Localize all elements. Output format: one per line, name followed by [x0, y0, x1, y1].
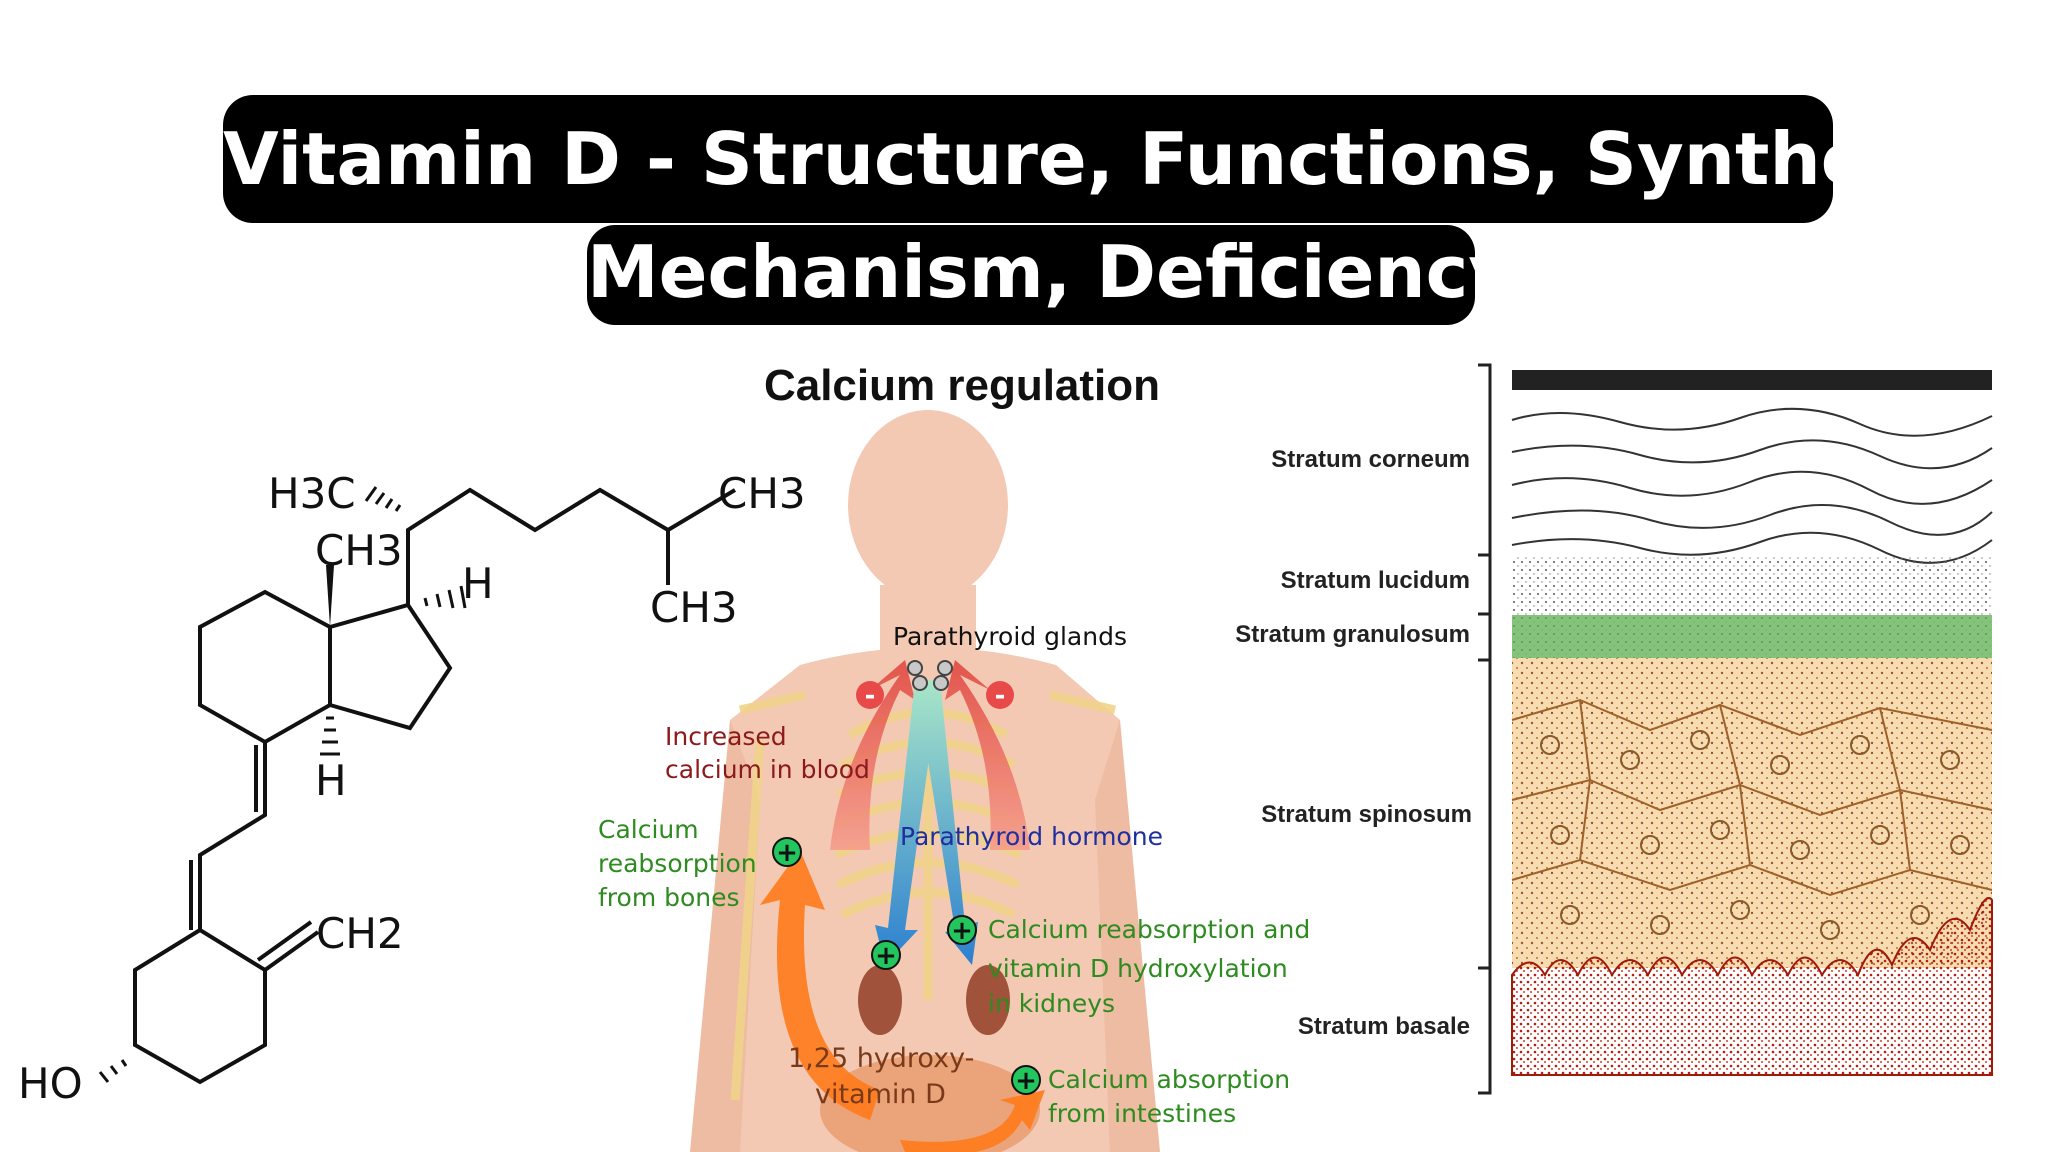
label-h-down: H	[315, 756, 347, 805]
svg-text:+: +	[1015, 1066, 1037, 1096]
label-stratum-basale: Stratum basale	[1298, 1013, 1470, 1040]
label-bones-3: from bones	[598, 883, 740, 912]
label-h3c: H3C	[268, 469, 356, 518]
structure-labels: H3C CH3 CH3 CH3 H H CH2 HO	[18, 469, 806, 1108]
label-ho: HO	[18, 1059, 83, 1108]
svg-text:-: -	[995, 681, 1006, 711]
body-silhouette	[690, 410, 1160, 1152]
pth-arrow-left	[875, 680, 940, 965]
ring-a	[133, 927, 267, 1085]
label-kidneys-2: vitamin D hydroxylation	[988, 954, 1288, 983]
label-ch3-mid: CH3	[315, 526, 403, 575]
plus-badge-kidney-left: +	[871, 940, 901, 971]
plus-badge-bones: +	[772, 837, 802, 868]
label-increased-calcium-2: calcium in blood	[665, 755, 870, 784]
minus-badge-right: -	[986, 681, 1014, 711]
hash-bonds	[98, 486, 467, 1083]
label-bones-1: Calcium	[598, 815, 699, 844]
methyl-wedge	[326, 565, 334, 627]
label-vitd-1: 1,25 hydroxy-	[788, 1043, 974, 1074]
title-line-1: Vitamin D - Structure, Functions, Synthe…	[223, 95, 2007, 223]
label-stratum-granulosum: Stratum granulosum	[1235, 621, 1470, 648]
plus-badge-kidney-right: +	[947, 915, 977, 946]
intestine-arrow	[900, 1090, 1045, 1152]
intestines-icon	[820, 1055, 1040, 1152]
ring-d	[329, 602, 453, 731]
svg-text:+: +	[875, 941, 897, 971]
minus-badge-left: -	[856, 681, 884, 711]
label-ch3-top-right: CH3	[718, 469, 806, 518]
label-stratum-lucidum: Stratum lucidum	[1281, 567, 1470, 594]
label-ch3-branch: CH3	[650, 583, 738, 632]
vitamin-d-arrow	[760, 850, 880, 1120]
label-vitd-2: vitamin D	[815, 1079, 946, 1110]
label-pth: Parathyroid hormone	[900, 822, 1163, 851]
label-kidneys-3: in kidneys	[988, 989, 1115, 1018]
increased-calcium-arrow-left	[830, 660, 915, 850]
vitamin-d-structure	[133, 487, 737, 1085]
label-parathyroid-glands: Parathyroid glands	[893, 622, 1127, 651]
label-kidneys-1: Calcium reabsorption and	[988, 915, 1310, 944]
plus-badge-intestines: +	[1011, 1065, 1041, 1096]
svg-text:+: +	[776, 838, 798, 868]
pth-arrow-right	[915, 680, 978, 965]
kidney-right-icon	[966, 965, 1010, 1035]
label-intestines-1: Calcium absorption	[1048, 1065, 1290, 1094]
skin-layer-illustration	[1511, 370, 1993, 1076]
label-stratum-spinosum: Stratum spinosum	[1261, 801, 1472, 828]
svg-text:-: -	[865, 681, 876, 711]
ring-c	[198, 589, 332, 745]
calcium-title: Calcium regulation	[764, 361, 1160, 410]
title-line-2: Mechanism, Deficiency	[587, 225, 1515, 325]
skin-layer-brackets	[1478, 363, 1492, 1095]
label-intestines-2: from intestines	[1048, 1099, 1236, 1128]
label-h-right: H	[462, 559, 494, 608]
label-ch2: CH2	[316, 909, 404, 958]
label-bones-2: reabsorption	[598, 849, 757, 878]
parathyroid-glands-icon	[907, 660, 953, 691]
label-increased-calcium-1: Increased	[665, 722, 787, 751]
label-stratum-corneum: Stratum corneum	[1271, 446, 1470, 473]
increased-calcium-arrow-right	[945, 660, 1030, 850]
kidney-left-icon	[858, 965, 902, 1035]
svg-text:+: +	[951, 916, 973, 946]
triene-chain	[198, 742, 267, 930]
